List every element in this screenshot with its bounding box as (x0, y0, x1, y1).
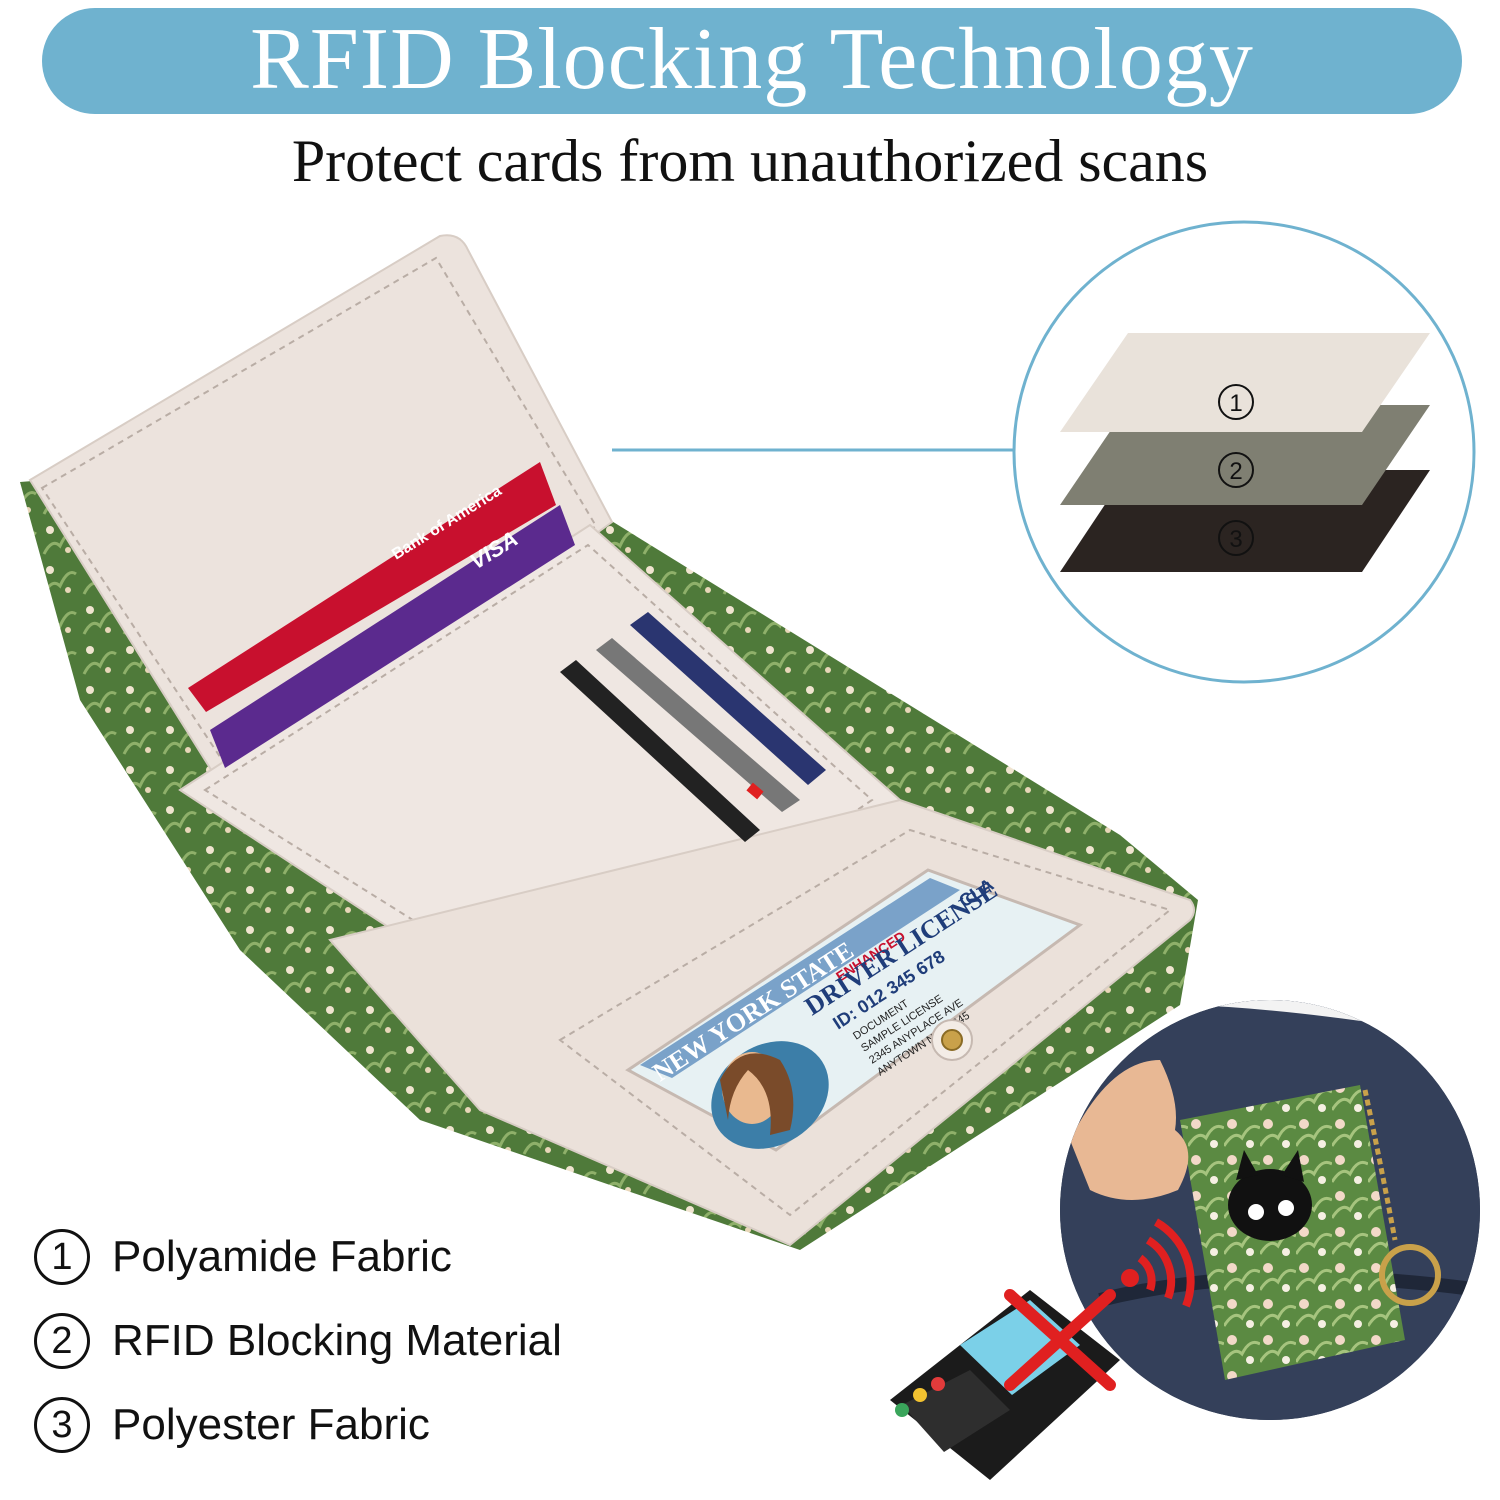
legend-number-3: 3 (34, 1397, 90, 1453)
cat-icon (1228, 1169, 1312, 1241)
wallet-back-flap (28, 234, 614, 802)
layer-callout: 1 2 3 (1012, 220, 1476, 684)
keychain (1362, 1089, 1398, 1241)
page-subtitle: Protect cards from unauthorized scans (291, 128, 1209, 194)
purple-card (210, 505, 575, 768)
gray-card (596, 638, 800, 812)
pocket-inset (1060, 1000, 1480, 1420)
card-slot-back: Bank of America VISA (188, 462, 575, 768)
legend-number-2: 2 (34, 1313, 90, 1369)
layer-1 (1060, 333, 1430, 432)
navy-card (630, 612, 826, 785)
wifi-signal-icon (1121, 1218, 1195, 1308)
id-window: NEW YORK STATE ENHANCED DRIVER LICENSE C… (625, 868, 1084, 1152)
red-x-icon (1004, 1289, 1116, 1391)
black-card (560, 660, 760, 842)
layer-1-number: 1 (1229, 390, 1242, 417)
title-banner: RFID Blocking Technology (42, 8, 1462, 114)
wallet (20, 234, 1198, 1250)
id-portrait (711, 1041, 829, 1149)
hand (1070, 1060, 1189, 1200)
legend-item-1: 1 Polyamide Fabric (34, 1215, 562, 1299)
card-slot-middle (560, 612, 826, 842)
layer-3-number: 3 (1229, 526, 1242, 553)
legend-item-3: 3 Polyester Fabric (34, 1383, 562, 1467)
legend-label-3: Polyester Fabric (112, 1400, 430, 1449)
red-card (188, 462, 556, 712)
layer-legend: 1 Polyamide Fabric 2 RFID Blocking Mater… (34, 1215, 562, 1467)
page-title: RFID Blocking Technology (250, 11, 1254, 108)
legend-number-1: 1 (34, 1229, 90, 1285)
legend-label-2: RFID Blocking Material (112, 1316, 562, 1365)
legend-label-1: Polyamide Fabric (112, 1232, 452, 1281)
legend-item-2: 2 RFID Blocking Material (34, 1299, 562, 1383)
snap-button (941, 1029, 963, 1051)
layer-2-number: 2 (1229, 458, 1242, 485)
